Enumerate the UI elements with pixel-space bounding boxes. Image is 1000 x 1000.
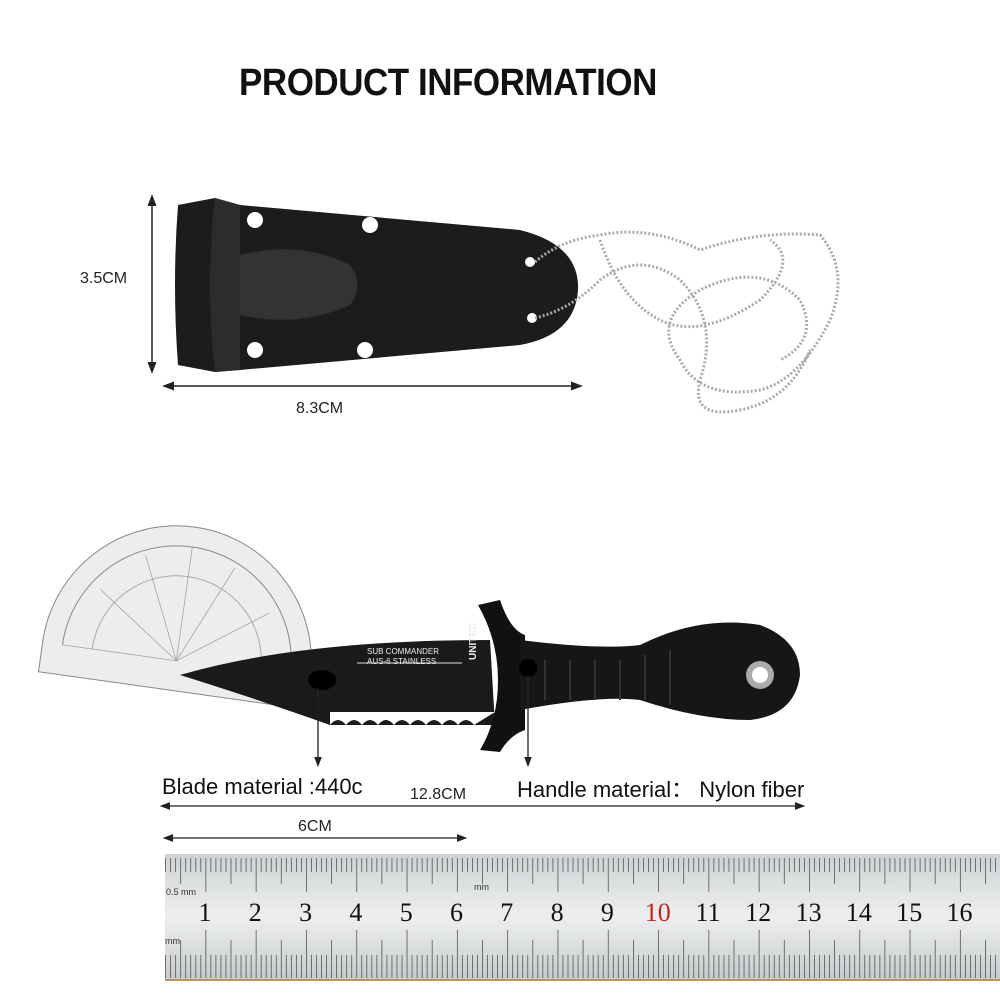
ruler-number: 14 (845, 898, 872, 927)
ruler-unit-top: 0.5 mm (166, 887, 197, 897)
ruler-number: 4 (349, 898, 363, 927)
blade-length-label: 6CM (298, 818, 332, 835)
total-length-label: 12.8CM (410, 786, 467, 803)
ball-chain (534, 230, 840, 414)
ruler-number: 2 (248, 898, 262, 927)
handle-material-label: Handle material： Nylon fiber (517, 777, 805, 802)
sheath (175, 198, 579, 372)
ruler-number: 12 (745, 898, 772, 927)
ruler-number: 5 (399, 898, 413, 927)
brand-text: UNITED (468, 622, 479, 660)
page-title: PRODUCT INFORMATION (239, 62, 657, 104)
knife (180, 600, 800, 752)
ruler-number: 15 (896, 898, 923, 927)
sheath-width-label: 8.3CM (296, 400, 344, 417)
ruler-number: 7 (500, 898, 514, 927)
blade-text-2: AUS-6 STAINLESS (367, 657, 437, 666)
ruler-number: 10 (644, 898, 671, 927)
ruler-number: 13 (795, 898, 822, 927)
ruler-number: 8 (550, 898, 564, 927)
ruler-number: 6 (450, 898, 463, 927)
ruler-number: 11 (695, 898, 721, 927)
ruler-unit-mid: mm (474, 882, 489, 892)
ruler-number: 9 (600, 898, 614, 927)
ruler (165, 854, 1000, 981)
ruler-number: 16 (946, 898, 973, 927)
sheath-height-label: 3.5CM (80, 270, 128, 287)
ruler-number: 3 (299, 898, 313, 927)
blade-material-label: Blade material :440c (162, 774, 363, 799)
blade-text-1: SUB COMMANDER (367, 647, 440, 656)
ruler-unit-bottom: mm (165, 936, 180, 946)
ruler-number: 1 (198, 898, 212, 927)
